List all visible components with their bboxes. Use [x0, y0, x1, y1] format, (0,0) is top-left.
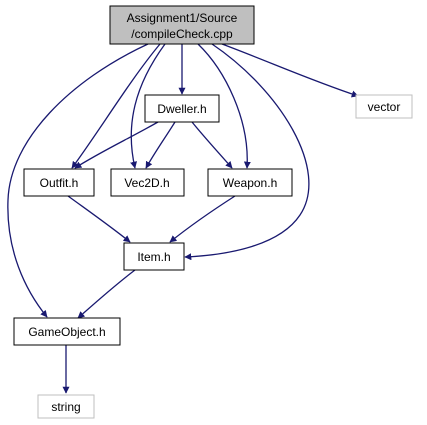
node-gameobject[interactable]: GameObject.h [13, 317, 121, 346]
edge-compilecheck-vector [221, 43, 359, 98]
edge-outfit-item [67, 195, 131, 243]
edge-dweller-vec2d [145, 121, 176, 169]
edge-compilecheck-vec2d [130, 43, 166, 169]
edge-item-gameobject [77, 269, 136, 319]
node-compile-check-line1: Assignment1/Source [127, 11, 238, 25]
node-vector-label: vector [368, 100, 401, 114]
node-vec2d-label: Vec2D.h [124, 176, 169, 190]
node-gameobject-label: GameObject.h [28, 325, 105, 339]
edge-dweller-outfit [74, 121, 159, 169]
edge-compilecheck-weapon [197, 43, 251, 169]
node-weapon-label: Weapon.h [223, 176, 278, 190]
edge-compilecheck-gameobject [7, 43, 149, 318]
node-outfit-label: Outfit.h [40, 176, 79, 190]
node-compile-check[interactable]: Assignment1/Source /compileCheck.cpp [109, 5, 255, 45]
node-weapon[interactable]: Weapon.h [207, 168, 293, 197]
edge-compilecheck-item [184, 43, 310, 261]
edge-dweller-weapon [191, 121, 233, 169]
edge-weapon-item [169, 195, 236, 243]
node-vector[interactable]: vector [355, 94, 413, 119]
node-item-label: Item.h [137, 250, 170, 264]
node-dweller[interactable]: Dweller.h [144, 94, 220, 123]
edge-compilecheck-outfit [71, 43, 161, 169]
node-string[interactable]: string [37, 394, 95, 419]
node-vec2d[interactable]: Vec2D.h [110, 168, 185, 197]
node-outfit[interactable]: Outfit.h [23, 168, 95, 197]
node-dweller-label: Dweller.h [157, 102, 206, 116]
node-item[interactable]: Item.h [123, 242, 185, 271]
node-compile-check-line2: /compileCheck.cpp [131, 27, 233, 41]
node-string-label: string [51, 400, 80, 414]
